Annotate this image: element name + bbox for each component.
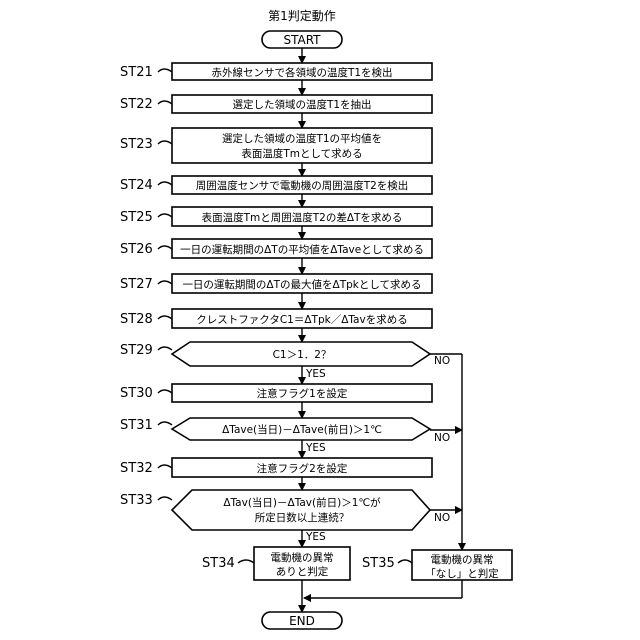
step-st26-text: 一日の運転期間のΔTの平均値をΔTaveとして求める bbox=[180, 243, 424, 256]
decision-st31-text: ΔTave(当日)－ΔTave(前日)＞1℃ bbox=[222, 423, 382, 436]
step-st28-leader bbox=[158, 316, 172, 319]
step-st28-label: ST28 bbox=[120, 312, 153, 327]
step-st22-leader bbox=[158, 101, 172, 104]
step-st23-label: ST23 bbox=[120, 137, 153, 152]
step-st24-label: ST24 bbox=[120, 178, 153, 193]
step-st23-line2: 表面温度Tmとして求める bbox=[241, 147, 362, 160]
st31-no-label: NO bbox=[434, 432, 450, 444]
st33-no-label: NO bbox=[434, 512, 450, 524]
step-st32-leader bbox=[158, 465, 172, 468]
step-st25-text: 表面温度Tmと周囲温度T2の差ΔTを求める bbox=[202, 211, 403, 224]
decision-st31-label: ST31 bbox=[120, 418, 153, 433]
step-st24-text: 周囲温度センサで電動機の周囲温度T2を検出 bbox=[196, 179, 409, 192]
step-st25-label: ST25 bbox=[120, 210, 153, 225]
step-st21-leader bbox=[158, 69, 172, 72]
step-st30-label: ST30 bbox=[120, 386, 153, 401]
step-st32-text: 注意フラグ2を設定 bbox=[257, 462, 348, 475]
step-st34-label: ST34 bbox=[202, 556, 235, 571]
st29-no-label: NO bbox=[434, 355, 450, 367]
decision-st33-label: ST33 bbox=[120, 493, 153, 508]
step-st34-line2: ありと判定 bbox=[276, 565, 329, 578]
step-st27-leader bbox=[158, 281, 172, 284]
step-st21-text: 赤外線センサで各領域の温度T1を検出 bbox=[211, 66, 392, 79]
step-st22-text: 選定した領域の温度T1を抽出 bbox=[232, 98, 371, 111]
decision-st33-leader bbox=[158, 497, 172, 500]
st31-yes-label: YES bbox=[305, 442, 326, 454]
step-st25-leader bbox=[158, 214, 172, 217]
step-st35-label: ST35 bbox=[362, 556, 395, 571]
step-st30-text: 注意フラグ1を設定 bbox=[257, 387, 348, 400]
decision-st31-leader bbox=[158, 422, 172, 425]
chart-title: 第1判定動作 bbox=[268, 8, 336, 23]
st33-yes-label: YES bbox=[305, 531, 326, 543]
step-st35-line2: 「なし」と判定 bbox=[425, 567, 499, 580]
step-st30-leader bbox=[158, 390, 172, 393]
decision-st33-line1: ΔTav(当日)－ΔTav(前日)＞1℃が bbox=[223, 496, 381, 509]
decision-st29-leader bbox=[158, 347, 172, 350]
decision-st33-line2: 所定日数以上連続？ bbox=[255, 511, 350, 524]
step-st32-label: ST32 bbox=[120, 461, 153, 476]
step-st28-text: クレストファクタC1＝ΔTpk／ΔTavを求める bbox=[196, 314, 407, 326]
step-st34-leader bbox=[238, 560, 254, 563]
step-st35-line1: 電動機の異常 bbox=[431, 553, 494, 566]
step-st35-leader bbox=[398, 560, 412, 563]
step-st23-line1: 選定した領域の温度T1の平均値を bbox=[222, 132, 382, 145]
step-st21-label: ST21 bbox=[120, 65, 153, 80]
decision-st29-label: ST29 bbox=[120, 343, 153, 358]
start-label: START bbox=[283, 33, 321, 47]
st29-yes-label: YES bbox=[305, 368, 326, 380]
step-st27-text: 一日の運転期間のΔTの最大値をΔTpkとして求める bbox=[182, 278, 421, 291]
step-st26-leader bbox=[158, 246, 172, 249]
step-st27-label: ST27 bbox=[120, 277, 153, 292]
end-label: END bbox=[289, 614, 315, 628]
step-st26-label: ST26 bbox=[120, 242, 153, 257]
decision-st29-text: C1＞1．2？ bbox=[273, 349, 332, 361]
step-st23-leader bbox=[158, 141, 172, 144]
step-st22-label: ST22 bbox=[120, 97, 153, 112]
step-st24-leader bbox=[158, 182, 172, 185]
decision-st33 bbox=[172, 490, 430, 530]
step-st34-line1: 電動機の異常 bbox=[271, 551, 334, 564]
